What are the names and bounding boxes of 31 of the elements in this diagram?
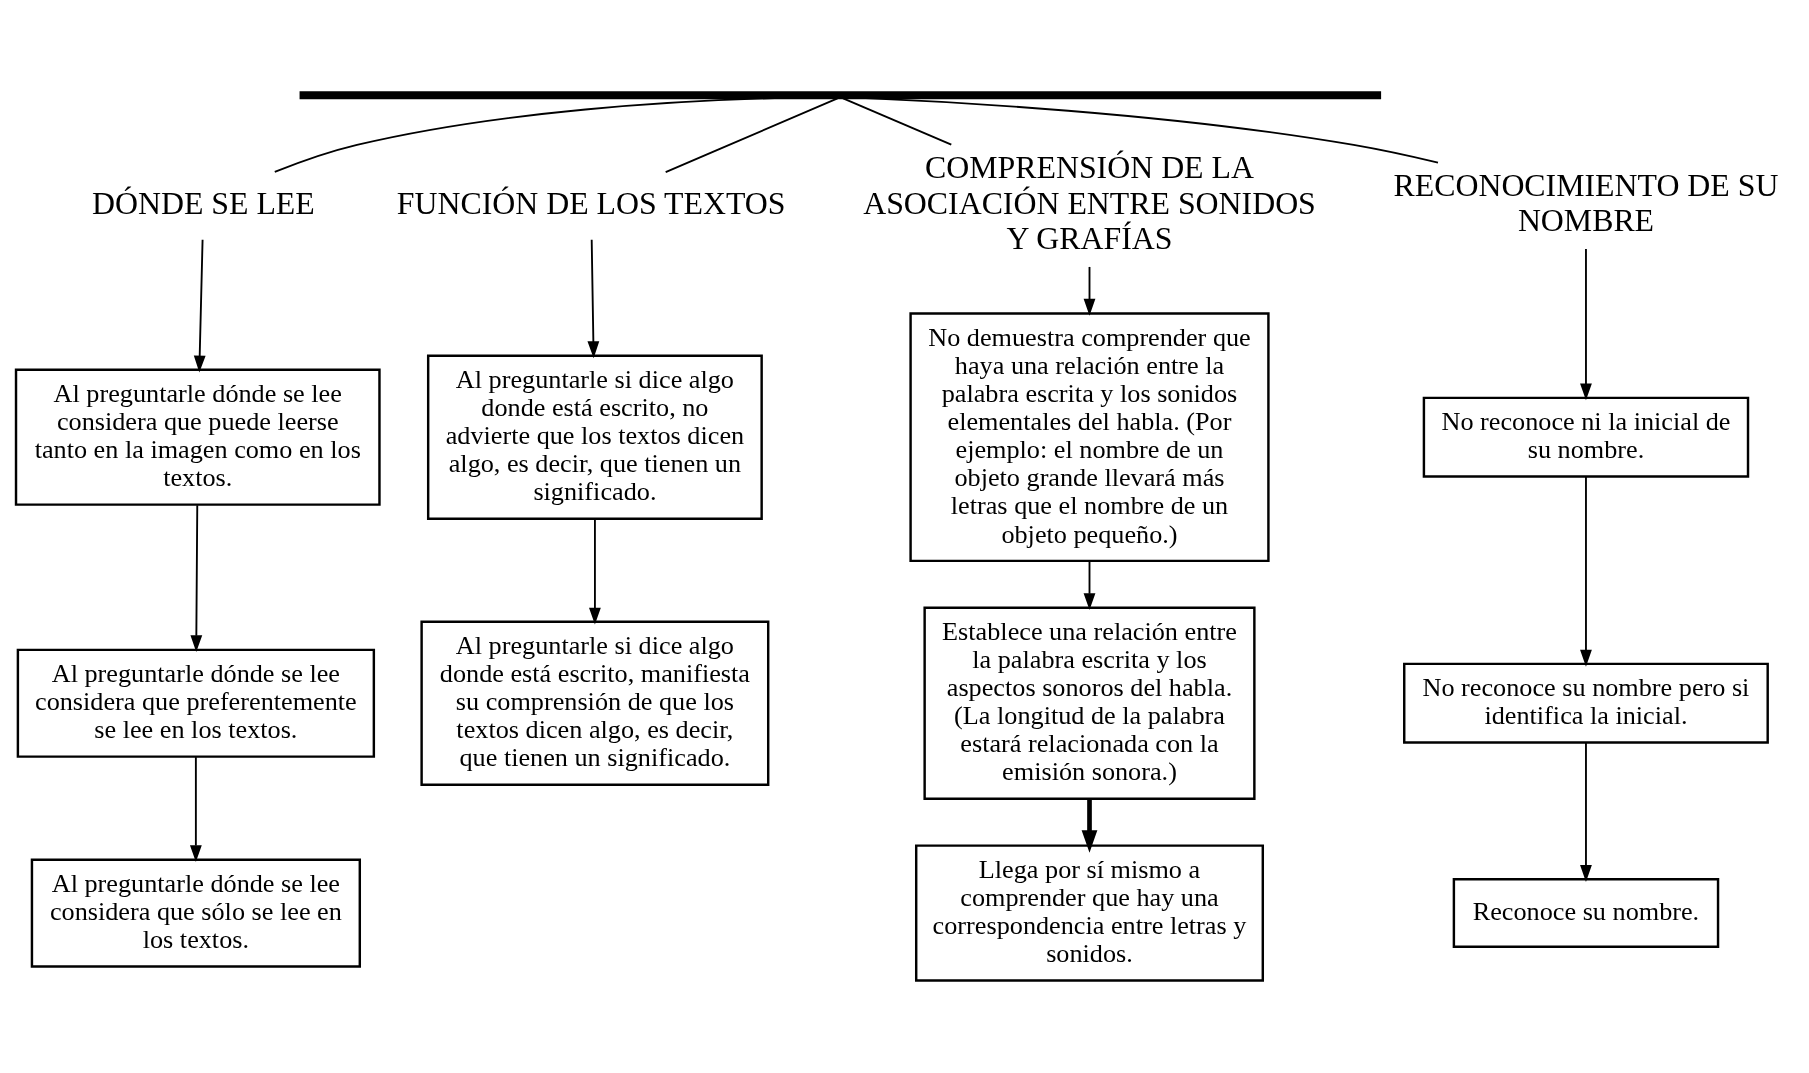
arrow: [1081, 799, 1098, 853]
arrow: [587, 238, 600, 359]
node-box: Al preguntarle dónde se lee considera que sólo se lee en los textos.: [30, 858, 362, 968]
node-box: Reconoce su nombre.: [1452, 878, 1720, 948]
node-text: FUNCIÓN DE LOS TEXTOS: [396, 185, 786, 221]
arrow: [1580, 742, 1592, 882]
arrow: [189, 756, 202, 863]
node-box: Al preguntarle dónde se lee considera que preferentemente se lee en los textos.: [16, 648, 376, 758]
arrow: [193, 238, 206, 373]
node-box: Establece una relación entre la palabra escrita y los aspectos sonoros del habla. (La longitud de la palabra estará relacionada con la emisión sonora.): [923, 606, 1256, 800]
node-box: Llega por sí mismo a comprender que hay una correspondencia entre letras y sonidos.: [915, 844, 1264, 982]
node-box: No reconoce su nombre pero si identifica la inicial.: [1403, 662, 1769, 744]
arrow: [1083, 560, 1096, 611]
arrow: [190, 504, 203, 653]
arrow: [1580, 248, 1592, 401]
node-bar: [299, 91, 1382, 100]
node-box: Al preguntarle si dice algo donde está escrito, manifiesta su comprensión de que los textos dicen algo, es decir, que tienen un significado.: [420, 620, 770, 786]
arrow: [589, 518, 601, 625]
connector: [864, 97, 1439, 164]
arrow: [1083, 266, 1096, 316]
node-text: DÓNDE SE LEE: [91, 185, 315, 221]
connector: [842, 97, 953, 146]
node-text: COMPRENSIÓN DE LA ASOCIACIÓN ENTRE SONIDOS Y GRAFÍAS: [863, 149, 1316, 257]
node-box: No demuestra comprender que haya una relación entre la palabra escrita y los sonidos elementales del habla. (Por ejemplo: el nombre de un objeto grande llevará más letras que el nombre de un objeto pequeño.): [909, 312, 1270, 563]
connector: [273, 97, 776, 173]
node-text: RECONOCIMIENTO DE SU NOMBRE: [1393, 167, 1779, 239]
connector: [664, 97, 839, 173]
node-box: No reconoce ni la inicial de su nombre.: [1422, 396, 1750, 478]
node-box: Al preguntarle si dice algo donde está escrito, no advierte que los textos dicen algo, es decir, que tienen un significado.: [426, 354, 763, 520]
node-box: Al preguntarle dónde se lee considera que puede leerse tanto en la imagen como en los textos.: [14, 368, 381, 506]
arrow: [1580, 475, 1592, 667]
